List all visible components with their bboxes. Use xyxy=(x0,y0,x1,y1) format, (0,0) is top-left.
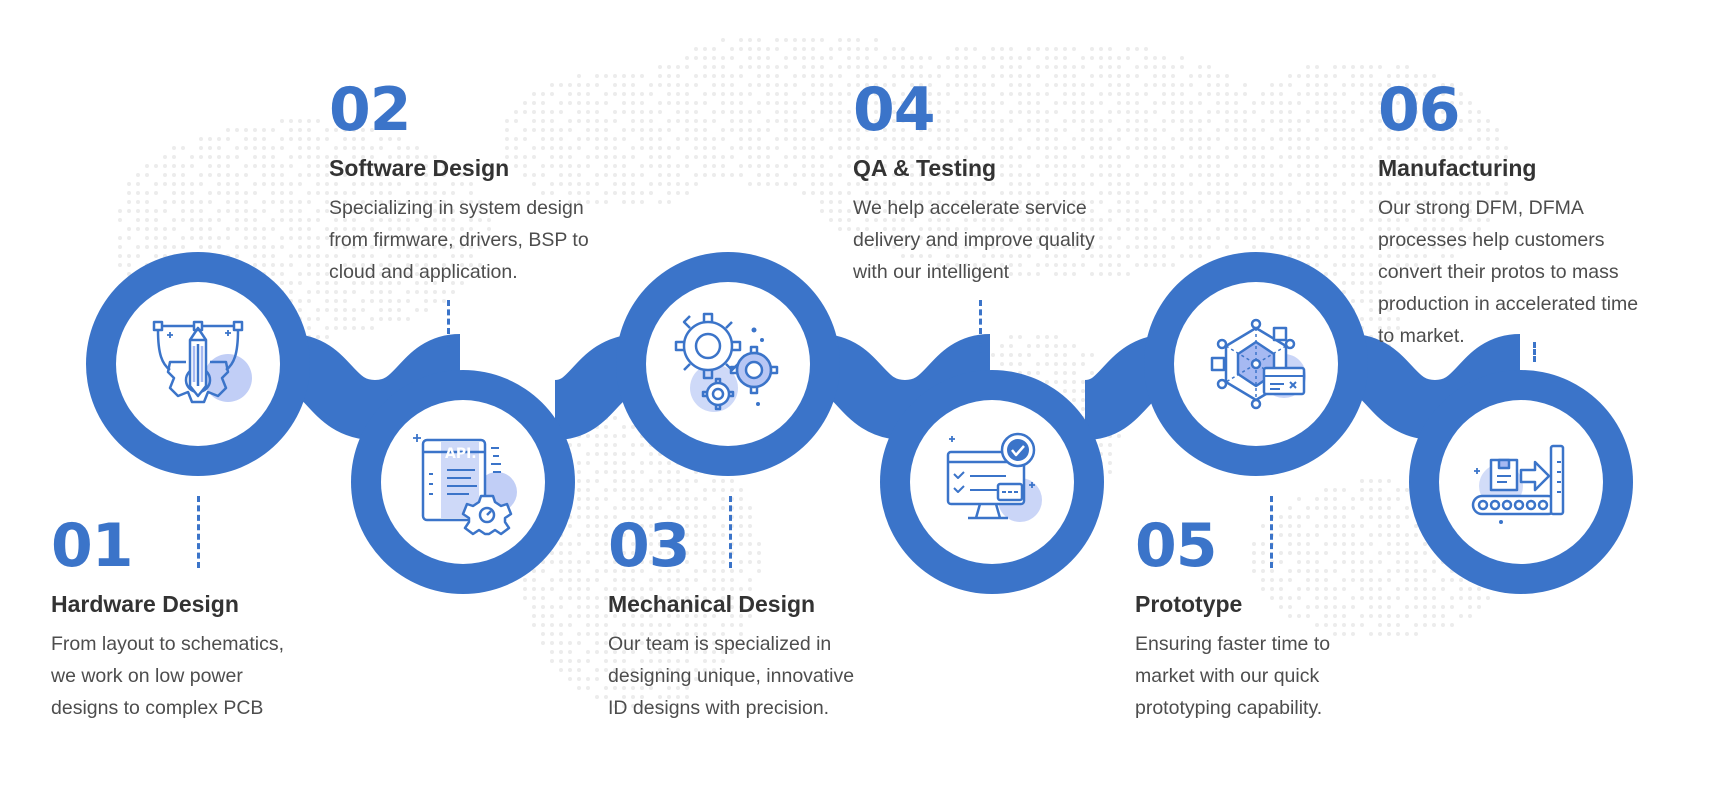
step-title: Manufacturing xyxy=(1378,155,1537,181)
step-01: 01 Hardware Design From layout to schema… xyxy=(51,516,284,724)
step-title: Prototype xyxy=(1135,591,1243,617)
step-04: 04 QA & Testing We help accelerate servi… xyxy=(853,80,1095,288)
connector-5 xyxy=(1270,496,1273,568)
cube-network-icon xyxy=(1210,318,1306,410)
step-number: 03 xyxy=(608,511,691,581)
api-gear-icon: API. xyxy=(413,434,517,536)
step-description: From layout to schematics,we work on low… xyxy=(51,633,284,719)
connector-6 xyxy=(1533,342,1536,362)
gears-icon xyxy=(674,312,779,412)
connector-4 xyxy=(979,300,982,362)
connector-1 xyxy=(197,496,200,568)
step-title: QA & Testing xyxy=(853,155,997,181)
step-number: 04 xyxy=(853,75,935,145)
step-title: Mechanical Design xyxy=(608,591,816,617)
api-label: API. xyxy=(445,446,477,462)
step-02: 02 Software Design Specializing in syste… xyxy=(329,80,589,288)
step-number: 01 xyxy=(51,511,134,581)
step-03: 03 Mechanical Design Our team is special… xyxy=(608,516,854,724)
step-number: 06 xyxy=(1378,75,1461,145)
step-title: Hardware Design xyxy=(51,591,239,617)
step-title: Software Design xyxy=(329,155,510,181)
pencil-gear-icon xyxy=(152,320,252,404)
connector-2 xyxy=(447,300,450,362)
conveyor-belt-icon xyxy=(1471,444,1565,524)
connector-3 xyxy=(729,496,732,568)
step-number: 05 xyxy=(1135,511,1218,581)
step-number: 02 xyxy=(329,75,411,145)
monitor-check-icon xyxy=(946,432,1042,522)
